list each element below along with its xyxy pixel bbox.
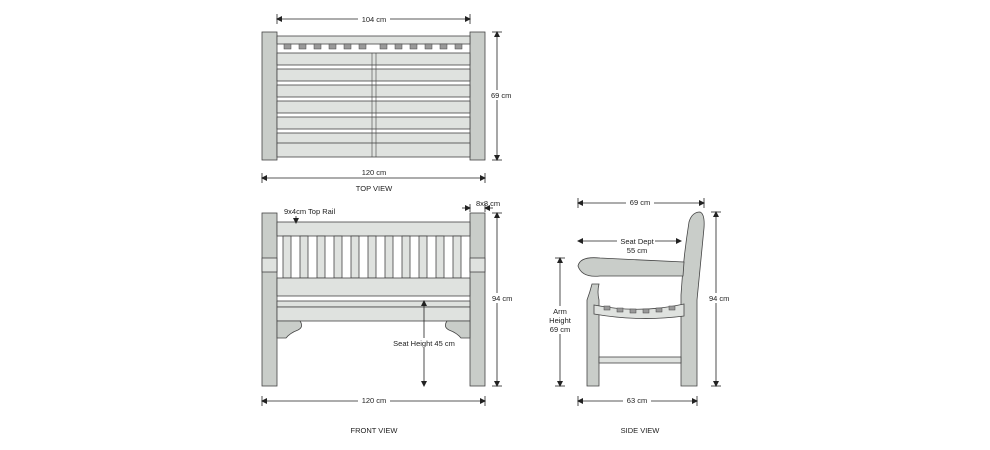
top-view: 104 cm 69 cm 120 cm TOP VIEW [261, 14, 516, 193]
side-view-arm-height-label-line2: Height [549, 316, 572, 325]
front-view-right-post [469, 212, 486, 387]
top-view-left-arm [261, 31, 278, 161]
front-view-seat-height-label: Seat Height 45 cm [393, 339, 455, 348]
front-view-left-post [261, 212, 278, 387]
side-view-back-leg [680, 211, 705, 387]
top-view-title: TOP VIEW [356, 184, 393, 193]
side-view-depth-label: 69 cm [630, 198, 650, 207]
front-view-top-rail-label: 9x4cm Top Rail [284, 207, 335, 216]
front-view-left-bracket [276, 320, 302, 339]
top-view-right-arm [469, 31, 486, 161]
top-view-depth-label: 69 cm [491, 91, 511, 100]
top-view-width-inner-label: 104 cm [362, 15, 387, 24]
front-view-apron [276, 306, 471, 322]
side-view-arm-height-label-line1: Arm [553, 307, 567, 316]
front-view-title: FRONT VIEW [351, 426, 399, 435]
front-view-seat-slat [276, 300, 471, 308]
side-view-seat-profile [593, 303, 685, 319]
top-view-seat-slats [276, 52, 471, 158]
front-view-top-rail [276, 221, 471, 237]
side-view-seat-slats [603, 305, 676, 314]
front-view-post-label: 8x8 cm [476, 199, 500, 208]
front-view-seat-rail [276, 277, 471, 297]
front-view-width-label: 120 cm [362, 396, 387, 405]
side-view: 69 cm Seat Dept 55 cm Arm Height 69 cm 9… [546, 197, 734, 435]
side-view-front-leg [586, 283, 600, 387]
top-view-back-slat-ends [283, 43, 463, 50]
side-view-arm-height-label-line3: 69 cm [550, 325, 570, 334]
side-view-base-label: 63 cm [627, 396, 647, 405]
side-view-title: SIDE VIEW [621, 426, 661, 435]
front-view-left-arm-end [261, 257, 278, 273]
front-view-right-arm-end [469, 257, 486, 273]
side-view-height-label: 94 cm [709, 294, 729, 303]
side-view-armrest [577, 257, 685, 277]
side-view-seat-depth-label-line2: 55 cm [627, 246, 647, 255]
front-view-back-slats [282, 235, 462, 279]
side-view-stretcher [598, 356, 682, 364]
front-view-height-label: 94 cm [492, 294, 512, 303]
front-view: 9x4cm Top Rail 8x8 cm 94 cm Seat Height … [261, 199, 516, 435]
side-view-seat-depth-label-line1: Seat Dept [620, 237, 654, 246]
top-view-center-support-marks [371, 53, 377, 157]
front-view-right-bracket [445, 320, 471, 339]
top-view-back-rail [276, 35, 471, 45]
top-view-width-outer-label: 120 cm [362, 168, 387, 177]
